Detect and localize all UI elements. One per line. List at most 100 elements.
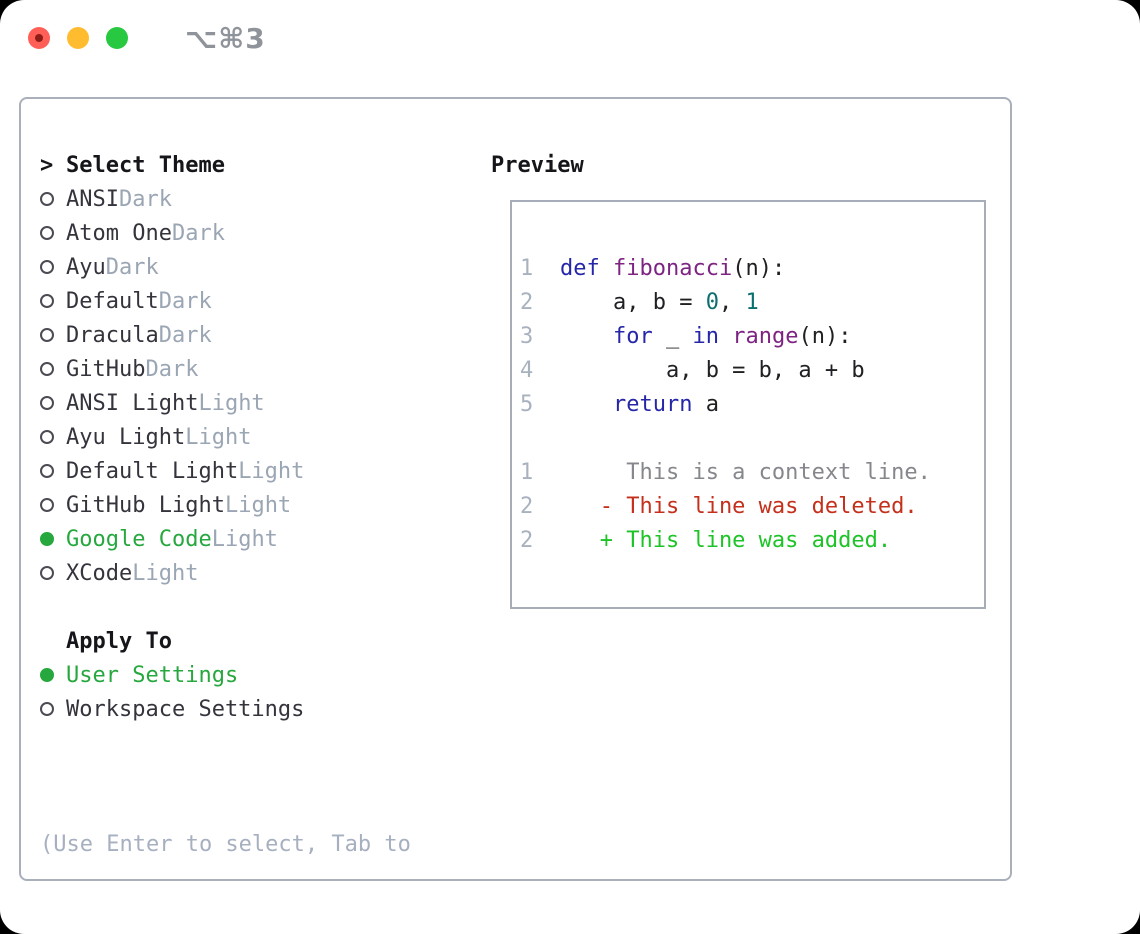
radio-unselected-icon: [40, 498, 54, 512]
diff-line-added: 2 + This line was added.: [520, 523, 984, 557]
radio-unselected-icon: [40, 328, 54, 342]
line-number: 2: [520, 289, 534, 315]
theme-option-github-light-light[interactable]: GitHub Light Light: [40, 488, 411, 522]
radio-selected-icon: [40, 668, 54, 682]
theme-variant: Dark: [171, 220, 225, 246]
radio-unselected-icon: [40, 226, 54, 240]
diff-line-context: 1 This is a context line.: [520, 455, 984, 489]
apply-to-header: Apply To: [40, 624, 411, 658]
radio-unselected-icon: [40, 192, 54, 206]
code-segment-plain: [560, 324, 613, 349]
code-segment-literal: 0: [705, 289, 719, 315]
code-segment-plain: [560, 392, 613, 417]
apply-option-workspace-settings[interactable]: Workspace Settings: [40, 692, 411, 726]
spacer: [40, 590, 411, 624]
apply-option-user-settings[interactable]: User Settings: [40, 658, 411, 692]
radio-unselected-icon: [40, 362, 54, 376]
blank-line: [520, 421, 984, 455]
code-segment-plain: ,: [718, 289, 746, 315]
preview-title: Preview: [491, 152, 584, 178]
code-segment-plain: a: [692, 391, 719, 417]
line-number: 1: [520, 459, 534, 485]
theme-option-default-light-light[interactable]: Default Light Light: [40, 454, 411, 488]
theme-variant: Dark: [118, 186, 172, 212]
diff-line-deleted: 2 - This line was deleted.: [520, 489, 984, 523]
theme-name: Google Code: [66, 526, 212, 552]
code-segment-keyword: return: [612, 391, 693, 417]
theme-name: GitHub: [66, 356, 146, 382]
theme-name: Default: [66, 288, 159, 314]
theme-variant: Dark: [105, 254, 159, 280]
radio-unselected-icon: [40, 430, 54, 444]
radio-selected-icon: [40, 532, 54, 546]
theme-name: Default Light: [66, 458, 239, 484]
code-segment-plain: a, b =: [560, 289, 706, 315]
line-number: 2: [520, 493, 534, 519]
code-line: 5 return a: [520, 387, 984, 421]
theme-name: ANSI Light: [66, 390, 199, 416]
minimize-button[interactable]: [67, 27, 89, 49]
radio-unselected-icon: [40, 396, 54, 410]
theme-option-default-dark[interactable]: Default Dark: [40, 284, 411, 318]
code-segment-context: This is a context line.: [560, 459, 931, 485]
apply-option-label: User Settings: [66, 662, 239, 688]
spacer: [40, 726, 411, 760]
theme-name: ANSI: [66, 186, 119, 212]
theme-variant: Light: [132, 560, 199, 586]
theme-option-google-code-light[interactable]: Google Code Light: [40, 522, 411, 556]
theme-variant: Light: [211, 526, 278, 552]
theme-option-github-dark[interactable]: GitHub Dark: [40, 352, 411, 386]
code-segment-plain: a, b = b, a + b: [560, 357, 865, 383]
code-segment-plain: [600, 256, 613, 281]
theme-option-atom-one-dark[interactable]: Atom One Dark: [40, 216, 411, 250]
theme-option-xcode-light[interactable]: XCode Light: [40, 556, 411, 590]
line-number: 1: [520, 255, 534, 281]
theme-variant: Light: [185, 424, 252, 450]
window-title: ⌥⌘3: [185, 21, 266, 55]
theme-option-dracula-dark[interactable]: Dracula Dark: [40, 318, 411, 352]
zoom-button[interactable]: [106, 27, 128, 49]
apply-to-title: Apply To: [66, 628, 172, 654]
theme-variant: Dark: [158, 288, 212, 314]
code-segment-plain: (n):: [732, 255, 786, 281]
code-segment-keyword: def: [560, 255, 600, 281]
theme-name: Ayu Light: [66, 424, 186, 450]
radio-unselected-icon: [40, 260, 54, 274]
code-segment-keyword: for: [612, 323, 653, 349]
code-line: 2 a, b = 0, 1: [520, 285, 984, 319]
cursor-icon: >: [40, 152, 54, 178]
theme-option-ayu-dark[interactable]: Ayu Dark: [40, 250, 411, 284]
line-number: 3: [520, 323, 534, 349]
code-segment-literal: 1: [745, 289, 759, 315]
code-segment-keyword: in: [692, 323, 719, 349]
code-segment-plain: _: [652, 323, 693, 349]
theme-variant: Light: [224, 492, 292, 518]
theme-name: XCode: [66, 560, 133, 586]
theme-option-ansi-dark[interactable]: ANSI Dark: [40, 182, 411, 216]
code-segment-added: + This line was added.: [560, 527, 892, 553]
theme-name: Dracula: [66, 322, 159, 348]
code-line: 4 a, b = b, a + b: [520, 353, 984, 387]
code-segment-plain: [719, 324, 732, 349]
line-number: 2: [520, 527, 534, 553]
hint-line-1: (Use Enter to select, Tab to: [40, 832, 411, 857]
radio-unselected-icon: [40, 294, 54, 308]
close-button[interactable]: [28, 27, 50, 49]
code-segment-deleted: - This line was deleted.: [560, 493, 918, 519]
theme-option-ansi-light-light[interactable]: ANSI Light Light: [40, 386, 411, 420]
select-theme-title: Select Theme: [66, 152, 225, 178]
code-line: 3 for _ in range(n):: [520, 319, 984, 353]
radio-unselected-icon: [40, 702, 54, 716]
theme-variant: Dark: [145, 356, 199, 382]
cursor-marker: >: [40, 153, 66, 178]
theme-option-ayu-light-light[interactable]: Ayu Light Light: [40, 420, 411, 454]
hint-line-2: change focus): [40, 930, 411, 934]
